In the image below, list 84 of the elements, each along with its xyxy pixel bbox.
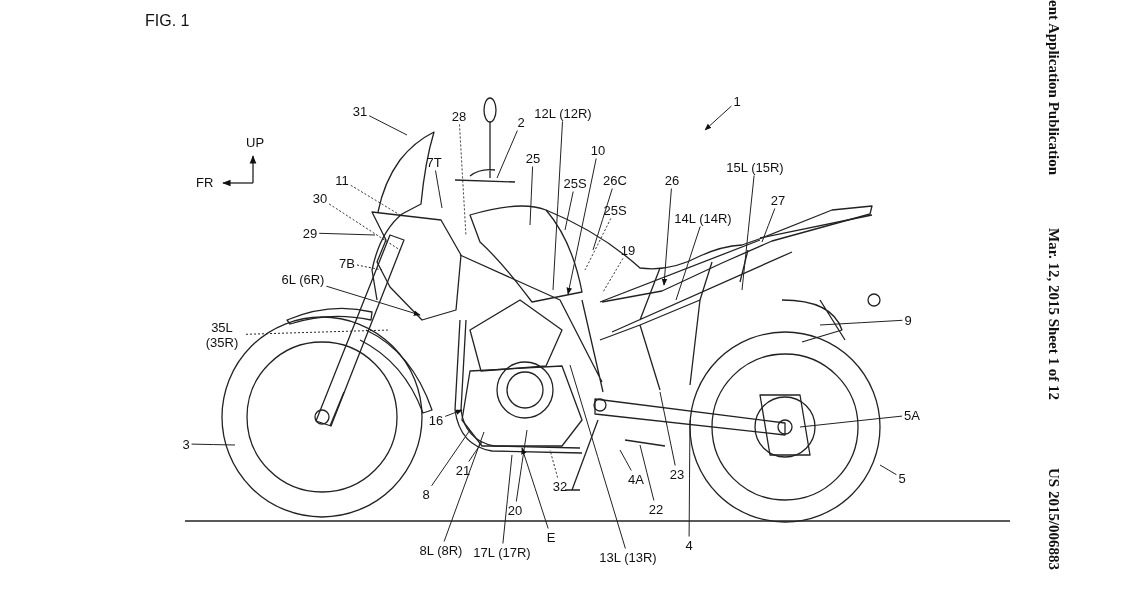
callout-number: 5A (904, 407, 920, 423)
callout-number: 2 (517, 114, 525, 130)
leader-line (704, 105, 732, 131)
leader-line (318, 232, 376, 236)
callout-number: 25 (525, 150, 541, 166)
callout-number: 8L (8R) (419, 542, 463, 558)
header-text: US 2015/006883 (1045, 468, 1062, 571)
callout-number: 15L (15R) (726, 159, 784, 175)
callout-number: 14L (14R) (674, 210, 732, 226)
leader-line (521, 447, 549, 529)
leader-line (496, 130, 518, 179)
header-text: Mar. 12, 2015 Sheet 1 of 12 (1045, 228, 1062, 400)
leader-line (584, 218, 612, 271)
leader-line (566, 158, 597, 295)
callout-number: 35L (35R) (200, 320, 244, 350)
callout-number: 7T (426, 154, 442, 170)
callout-number: 4 (685, 537, 693, 553)
callout-number: 25S (563, 175, 587, 191)
leader-line (602, 258, 624, 293)
leader-line (328, 203, 401, 251)
callout-number: 29 (302, 225, 318, 241)
callout-number: 20 (507, 502, 523, 518)
callout-number: 9 (904, 312, 912, 328)
leader-line (325, 285, 421, 316)
leader-line (431, 429, 471, 487)
callout-number: 32 (552, 478, 568, 494)
leader-line (444, 409, 463, 417)
callout-number: 4A (628, 471, 644, 487)
callout-number: 26 (664, 172, 680, 188)
leader-line (688, 419, 691, 537)
leader-line (549, 449, 559, 478)
leader-line (569, 364, 626, 549)
callout-number: 1 (733, 93, 741, 109)
callout-number: 3 (182, 436, 190, 452)
callout-number: 17L (17R) (473, 544, 531, 560)
leader-line (619, 449, 632, 471)
leader-line (459, 124, 467, 237)
callout-number: 12L (12R) (534, 105, 592, 121)
leader-line (515, 429, 528, 502)
callout-number: 25S (603, 202, 627, 218)
callout-number: 21 (455, 462, 471, 478)
leader-line (741, 175, 755, 291)
direction-label: FR (196, 175, 214, 190)
figure-title: FIG. 1 (145, 12, 190, 30)
leader-line (661, 188, 672, 286)
leader-line (552, 121, 563, 291)
leader-line (592, 188, 613, 251)
leader-line (639, 444, 655, 501)
leader-line (761, 208, 776, 243)
leader-line (819, 319, 903, 326)
callout-number: 22 (648, 501, 664, 517)
callout-number: 26C (603, 172, 627, 188)
callout-number: 27 (770, 192, 786, 208)
callout-number: 10 (590, 142, 606, 158)
callout-number: 19 (620, 242, 636, 258)
callout-number: 30 (312, 190, 328, 206)
leader-line (368, 115, 408, 136)
callout-number: 31 (352, 103, 368, 119)
leader-line (356, 264, 383, 271)
leader-line (529, 166, 534, 226)
leader-line (799, 415, 903, 428)
callout-number: 6L (6R) (281, 271, 325, 287)
leader-line (191, 443, 236, 446)
leader-line (468, 441, 483, 462)
leader-line (435, 170, 443, 209)
leader-line (879, 464, 897, 476)
direction-label: UP (246, 135, 265, 150)
callout-number: 13L (13R) (599, 549, 657, 565)
callout-number: 8 (422, 486, 430, 502)
callout-number: 16 (428, 412, 444, 428)
callout-number: 7B (339, 255, 355, 271)
callout-number: E (546, 529, 556, 545)
leader-line (659, 391, 676, 466)
leader-line (502, 454, 513, 544)
leader-line (443, 431, 485, 542)
callout-number: 23 (669, 466, 685, 482)
callout-number: 5 (898, 470, 906, 486)
callout-number: 28 (451, 108, 467, 124)
header-text: ent Application Publication (1045, 0, 1062, 176)
leader-line (675, 226, 701, 301)
leader-line (245, 329, 391, 335)
leader-line (564, 191, 574, 231)
callout-number: 11 (335, 172, 349, 188)
leader-line (350, 184, 401, 216)
